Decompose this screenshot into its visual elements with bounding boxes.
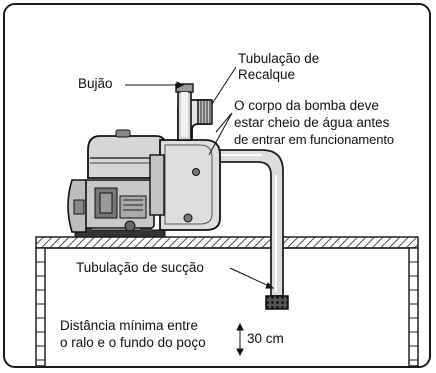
suction-pipe [217, 149, 284, 297]
diagram-frame [3, 3, 431, 368]
strainer [265, 295, 289, 310]
distance-dimension [236, 322, 244, 357]
min-distance-label-1: Distância mínima entre [60, 318, 199, 333]
plug-label: Bujão [78, 76, 113, 91]
engine [81, 179, 155, 232]
recoil-starter [67, 179, 87, 233]
discharge-line-label-1: Tubulação de [238, 51, 320, 66]
discharge-line-label-2: Recalque [238, 67, 296, 82]
distance-value: 30 cm [247, 331, 284, 346]
leader-lines [125, 66, 275, 289]
priming-plug [175, 83, 194, 141]
suction-line-label: Tubulação de sucção [76, 260, 204, 275]
well-wall-right [408, 247, 419, 367]
priming-note-line-3: de entrar em funcionamento [234, 132, 394, 147]
min-distance-label-2: o ralo e o fundo do poço [60, 335, 206, 350]
well-wall-left [35, 247, 46, 367]
priming-note-line-2: estar cheio de água antes [234, 115, 390, 130]
pump-body [149, 139, 221, 231]
floor-slab [35, 236, 419, 249]
priming-note-line-1: O corpo da bomba deve [234, 98, 379, 113]
